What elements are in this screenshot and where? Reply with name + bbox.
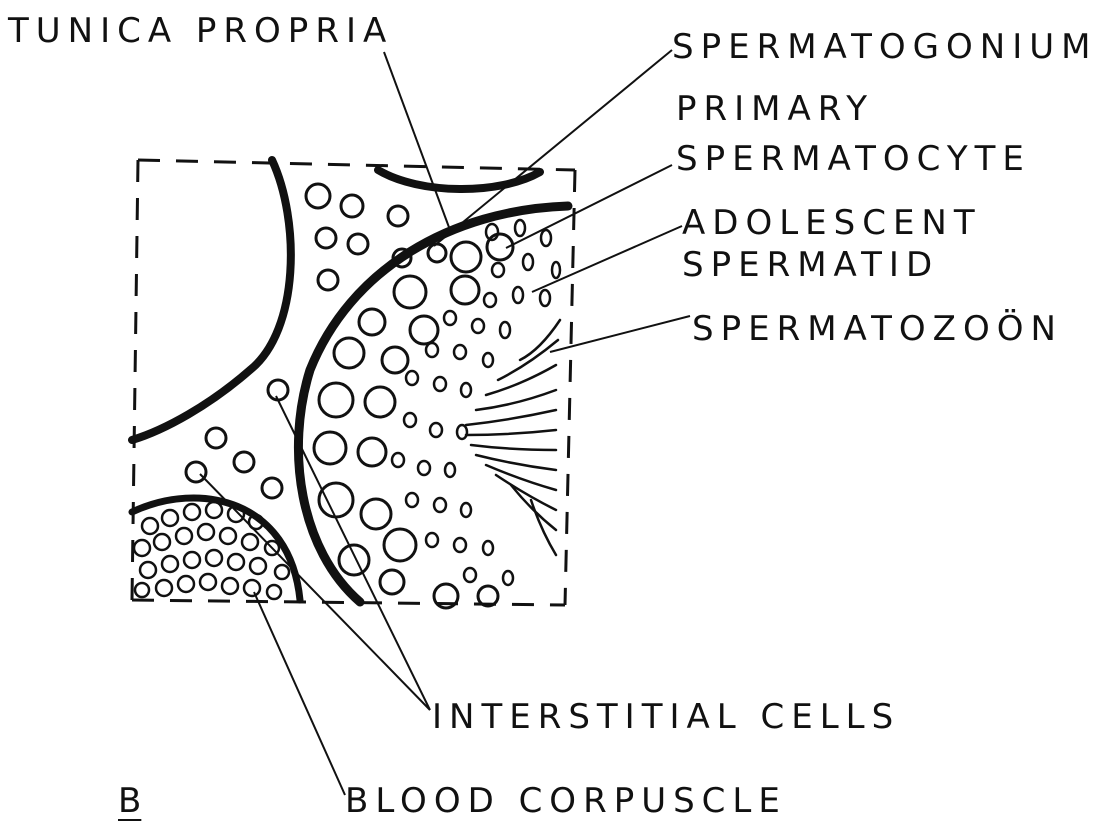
label-panel-letter: B <box>118 784 141 818</box>
label-spermatozoon: SPERMATOZOÖN <box>692 312 1063 346</box>
tubule-walls <box>132 160 568 602</box>
main-tubule-wall <box>298 206 568 602</box>
label-primary-spermatocyte-line2: SPERMATOCYTE <box>676 142 1031 176</box>
leader-tunica-propria <box>384 52 450 230</box>
label-adolescent-spermatid-line2: SPERMATID <box>682 248 939 282</box>
blood-corpuscles-group <box>134 502 289 599</box>
leader-spermatogonium <box>434 50 672 246</box>
label-spermatogonium: SPERMATOGONIUM <box>672 30 1093 64</box>
left-tubule-wall <box>132 160 291 440</box>
label-primary-spermatocyte-line1: PRIMARY <box>676 92 874 126</box>
label-tunica-propria: TUNICA PROPRIA <box>8 14 393 48</box>
dashed-frame <box>132 160 575 605</box>
leader-interstitial-cells-2 <box>276 396 430 710</box>
label-interstitial-cells: INTERSTITIAL CELLS <box>432 700 900 734</box>
leader-blood-corpuscle <box>254 592 345 795</box>
leader-adolescent-spermatid <box>532 226 682 292</box>
spermatozoa-group <box>466 320 560 555</box>
label-blood-corpuscle: BLOOD CORPUSCLE <box>345 784 787 818</box>
spermatids-group <box>392 220 560 585</box>
label-adolescent-spermatid-line1: ADOLESCENT <box>682 206 982 240</box>
